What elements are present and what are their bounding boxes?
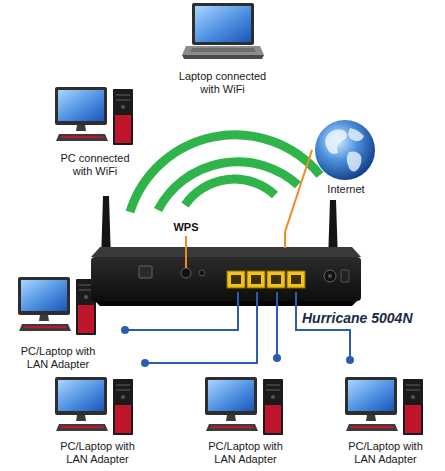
ethernet-port bbox=[247, 271, 265, 288]
router-body bbox=[328, 274, 332, 278]
device-label: Laptop connected with WiFi bbox=[175, 70, 270, 96]
globe-icon bbox=[325, 130, 347, 154]
lan-cable bbox=[125, 292, 238, 330]
laptop-icon bbox=[182, 3, 264, 59]
wifi-waves bbox=[185, 179, 275, 205]
globe-icon bbox=[347, 152, 362, 172]
wifi-waves bbox=[158, 162, 298, 210]
device-model-name: Hurricane 5004N bbox=[302, 310, 413, 326]
connector-dot bbox=[346, 356, 354, 364]
device-node: Laptop connected with WiFi bbox=[170, 2, 275, 98]
router-body bbox=[181, 268, 191, 278]
pc-icon bbox=[55, 377, 133, 435]
lan-cable bbox=[296, 292, 350, 360]
ethernet-port bbox=[227, 271, 245, 288]
pc-icon bbox=[205, 377, 283, 435]
router-body bbox=[95, 301, 357, 306]
globe-icon bbox=[315, 120, 375, 180]
ethernet-port bbox=[251, 275, 261, 284]
device-label: PC/Laptop with LAN Adapter bbox=[53, 440, 143, 466]
device-node: PC/Laptop with LAN Adapter bbox=[13, 270, 125, 373]
connector-dot bbox=[273, 354, 281, 362]
wps-leader-line bbox=[185, 236, 187, 268]
device-label: PC/Laptop with LAN Adapter bbox=[341, 440, 431, 466]
device-label: PC connected with WiFi bbox=[56, 152, 134, 178]
router-body bbox=[91, 247, 361, 306]
ethernet-port bbox=[287, 271, 305, 288]
wifi-waves bbox=[130, 135, 320, 212]
connector-dot bbox=[141, 359, 149, 367]
connector-dot bbox=[121, 326, 129, 334]
router-body bbox=[324, 270, 336, 282]
device-label: PC/Laptop with LAN Adapter bbox=[201, 440, 291, 466]
device-node: PC/Laptop with LAN Adapter bbox=[338, 360, 433, 468]
pc-icon bbox=[55, 87, 133, 145]
wifi-waves bbox=[130, 135, 320, 212]
router-body bbox=[91, 257, 361, 301]
device-node: PC connected with WiFi bbox=[50, 84, 140, 180]
device-node: PC/Laptop with LAN Adapter bbox=[50, 356, 145, 468]
device-node: Internet bbox=[312, 118, 380, 198]
globe-icon bbox=[348, 128, 364, 141]
ethernet-port bbox=[231, 275, 241, 284]
pc-icon bbox=[18, 277, 96, 335]
ethernet-port bbox=[291, 275, 301, 284]
router-body bbox=[139, 266, 152, 278]
ethernet-port bbox=[271, 275, 281, 284]
callout-label: WPS bbox=[166, 221, 206, 234]
ethernet-port bbox=[227, 271, 305, 288]
device-node: PC/Laptop with LAN Adapter bbox=[198, 358, 293, 468]
device-label: Internet bbox=[327, 183, 364, 196]
lan-cable bbox=[276, 292, 278, 358]
device-label: PC/Laptop with LAN Adapter bbox=[13, 345, 103, 371]
router-body bbox=[91, 247, 361, 257]
router-body bbox=[341, 270, 349, 282]
ethernet-port bbox=[267, 271, 285, 288]
globe-icon bbox=[315, 120, 375, 180]
internet-cable bbox=[285, 150, 312, 248]
device-node: Hurricane 5004N bbox=[90, 248, 362, 292]
lan-cable bbox=[145, 292, 257, 363]
pc-icon bbox=[345, 377, 423, 435]
router-body bbox=[199, 270, 205, 276]
